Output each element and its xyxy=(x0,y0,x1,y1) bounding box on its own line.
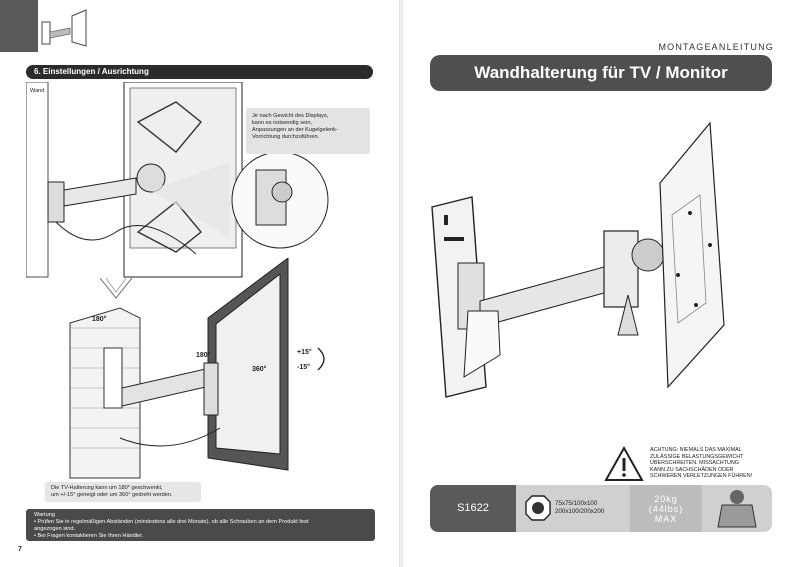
caution-line: SCHWEREN VERLETZUNGEN FÜHREN! xyxy=(650,473,753,480)
vesa-icon xyxy=(525,495,551,521)
caution-line: KANN ZU SACHSCHÄDEN ODER xyxy=(650,466,734,473)
note-line: Die TV-Halterung kann um 180° geschwenkt… xyxy=(51,485,163,491)
caution-line: ACHTUNG: NIEMALS DAS MAXIMAL xyxy=(650,447,742,453)
model-number: S1622 xyxy=(430,485,516,532)
vesa-line: 75x75/100x100 xyxy=(555,500,598,507)
callout-line: kann es notwendig sein, xyxy=(252,120,313,126)
callout-box: Je nach Gewicht des Displays, kann es no… xyxy=(246,108,370,154)
rotation-180-label-arm: 180° xyxy=(196,352,211,359)
note-box: Die TV-Halterung kann um 180° geschwenkt… xyxy=(45,482,201,502)
max-load: 20kg (44lbs) MAX xyxy=(630,485,702,532)
maintenance-line: Wartung xyxy=(34,512,55,518)
caution-text: ACHTUNG: NIEMALS DAS MAXIMAL ZULÄSSIGE B… xyxy=(650,447,778,480)
rotation-360-label: 360° xyxy=(252,366,267,373)
section-title: 6. Einstellungen / Ausrichtung xyxy=(26,65,373,79)
left-page: 6. Einstellungen / Ausrichtung Wand Je n… xyxy=(0,0,400,567)
tilt-arrow-icon xyxy=(317,347,325,371)
load-line: (44lbs) xyxy=(648,504,684,514)
product-thumbnail xyxy=(41,9,87,47)
vesa-sizes: 75x75/100x100 200x100/200x200 xyxy=(555,500,604,515)
maintenance-line: • Prüfen Sie in regelmäßigen Abständen (… xyxy=(34,519,309,525)
load-line: MAX xyxy=(654,514,678,524)
adjustment-illustration xyxy=(69,258,289,479)
callout-line: Vorrichtung durchzuführen. xyxy=(252,134,320,140)
page-spine xyxy=(399,0,403,567)
page-title: Wandhalterung für TV / Monitor xyxy=(430,55,772,91)
corner-tab xyxy=(0,0,38,52)
callout-line: Anpassungen an der Kugelgelenk- xyxy=(252,127,338,133)
spec-bar: S1622 75x75/100x100 200x100/200x200 20kg… xyxy=(430,485,772,532)
caution-line: ÜBERSCHREITEN. MISSACHTUNG xyxy=(650,460,739,467)
maintenance-line: • Bei Fragen kontaktieren Sie Ihren Händ… xyxy=(34,533,144,539)
tilt-minus-label: -15° xyxy=(297,364,310,371)
caution-line: ZULÄSSIGE BELASTUNGSGEWICHT xyxy=(650,453,744,460)
vesa-line: 200x100/200x200 xyxy=(555,507,605,515)
load-line: 20kg xyxy=(654,494,678,504)
callout-line: Je nach Gewicht des Displays, xyxy=(252,113,329,119)
maintenance-line: angezogen sind. xyxy=(34,526,76,532)
ball-joint-zoom xyxy=(150,151,329,249)
wall-label: Wand xyxy=(30,88,45,94)
manual-header: MONTAGEANLEITUNG xyxy=(658,42,774,52)
tilt-plus-label: +15° xyxy=(297,349,312,356)
page-number: 7 xyxy=(18,546,22,553)
weight-icon xyxy=(717,490,757,528)
maintenance-box: Wartung • Prüfen Sie in regelmäßigen Abs… xyxy=(26,509,375,541)
note-line: um +/-15° geneigt oder um 360° gedreht w… xyxy=(51,492,173,498)
rotation-180-label-wall: 180° xyxy=(92,316,107,323)
warning-triangle-icon xyxy=(604,446,644,481)
product-illustration xyxy=(431,121,725,398)
